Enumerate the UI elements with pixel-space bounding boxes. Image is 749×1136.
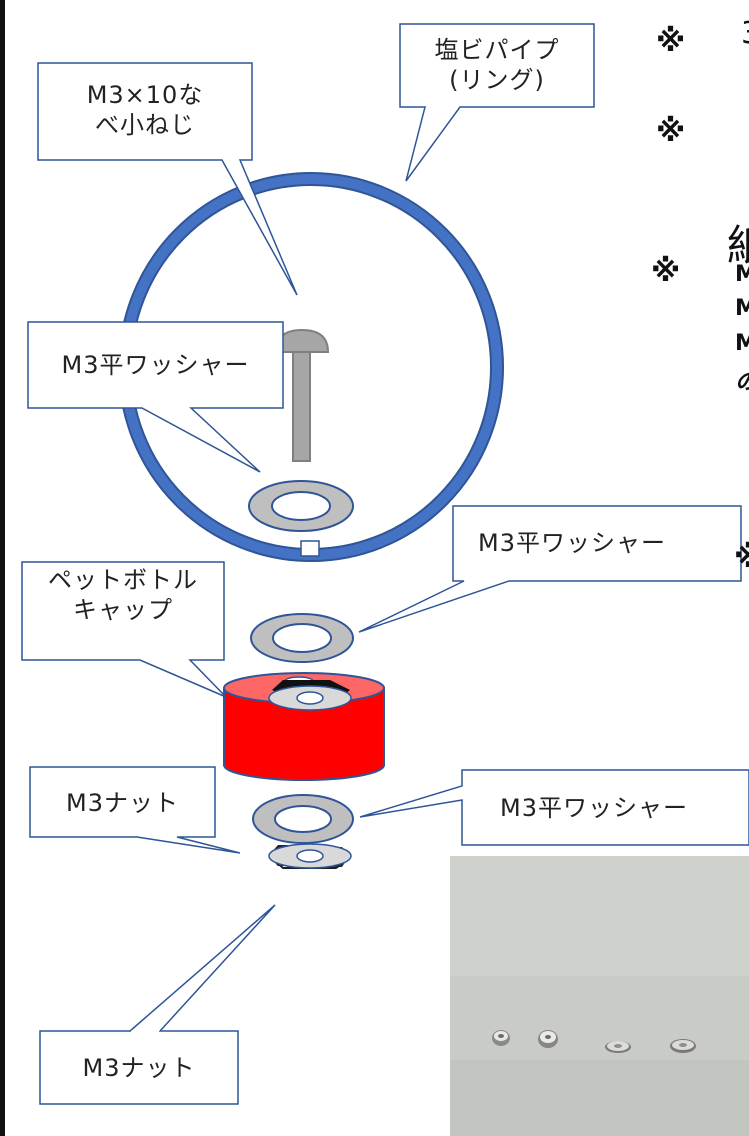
callout-nut-bottom-text: M3ナット — [82, 1054, 196, 1082]
note3-mark: ※ — [651, 254, 681, 289]
callout-screw-line2: べ小ねじ — [95, 111, 195, 139]
callout-cap-text: ペットボトル キャップ — [22, 565, 224, 625]
callout-washer-mid-text: M3平ワッシャー — [478, 529, 666, 557]
photo-nut-2 — [538, 1030, 558, 1048]
callout-washer-bottom-text: M3平ワッシャー — [500, 794, 688, 822]
note3-line3: M — [735, 331, 749, 356]
callout-pipe-text: 塩ビパイプ (リング) — [400, 35, 594, 95]
washer-mid — [250, 613, 354, 663]
note1-char: 3 — [741, 16, 749, 51]
note2-mark: ※ — [656, 114, 716, 149]
callout-nut-top-text: M3ナット — [66, 789, 179, 817]
callout-cap — [21, 561, 227, 698]
nut-top — [268, 843, 352, 869]
note3-line2: M — [735, 296, 749, 321]
photo-nut-1 — [492, 1030, 510, 1046]
callout-nut-top — [29, 766, 241, 854]
washer-top — [248, 480, 354, 532]
callout-washer-bottom — [359, 769, 749, 846]
note2-char: ・ — [740, 106, 749, 150]
heading-fragment: 紙 — [727, 221, 749, 270]
note3-line1: M — [735, 262, 749, 287]
photo-washer-1 — [605, 1041, 631, 1053]
screw-shaft — [292, 351, 311, 462]
callout-screw-line1: M3×10な — [86, 81, 204, 109]
callout-pipe-line2: (リング) — [449, 66, 545, 94]
callout-cap-line2: キャップ — [73, 596, 173, 624]
nut-bottom — [268, 680, 352, 711]
photo-washer-2 — [670, 1039, 696, 1053]
note1-mark: ※ — [656, 24, 716, 59]
callout-pipe — [399, 23, 595, 182]
callout-cap-line1: ペットボトル — [48, 566, 198, 594]
callout-washer-mid — [358, 505, 742, 633]
note4-mark: ※ — [734, 540, 749, 575]
callout-screw-text: M3×10な べ小ねじ — [38, 80, 252, 140]
ring-gap — [300, 540, 320, 557]
note3-line4: の — [735, 364, 749, 396]
callout-pipe-line1: 塩ビパイプ — [434, 36, 560, 64]
callout-washer-top-text: M3平ワッシャー — [61, 351, 250, 379]
callout-screw — [37, 62, 298, 296]
page-border — [0, 0, 5, 1136]
callout-nut-bottom — [39, 904, 276, 1105]
screw-head — [274, 328, 330, 353]
callout-washer-top — [27, 321, 284, 473]
parts-photo — [450, 856, 749, 1136]
washer-bottom — [252, 794, 354, 844]
